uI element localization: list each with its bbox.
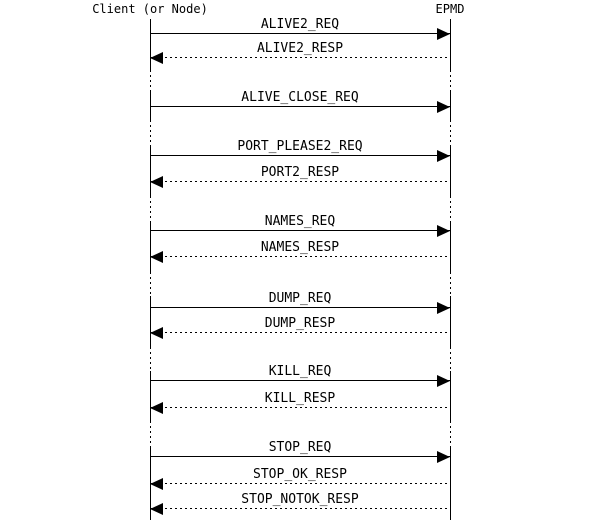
lifeline-segment-client <box>150 120 151 146</box>
message-line <box>150 230 451 231</box>
message-label: DUMP_REQ <box>268 291 332 306</box>
message-label: ALIVE_CLOSE_REQ <box>241 90 359 105</box>
lifeline-segment-client <box>150 421 151 446</box>
arrowhead-right-icon <box>437 150 450 162</box>
arrowhead-right-icon <box>437 225 450 237</box>
arrowhead-left-icon <box>150 52 163 64</box>
message-label: PORT2_RESP <box>260 165 340 180</box>
arrowhead-right-icon <box>437 302 450 314</box>
lifeline-segment-client <box>150 146 151 196</box>
message-label: STOP_NOTOK_RESP <box>241 492 359 507</box>
message-label: ALIVE2_RESP <box>256 41 344 56</box>
actor-label-epmd: EPMD <box>435 2 465 16</box>
lifeline-segment-epmd <box>450 272 451 296</box>
message-line <box>150 33 451 34</box>
lifeline-segment-client <box>150 196 151 221</box>
message-line <box>150 106 451 107</box>
lifeline-segment-client <box>150 296 151 347</box>
message-line <box>150 332 451 333</box>
arrowhead-right-icon <box>437 375 450 387</box>
message-line <box>150 456 451 457</box>
arrowhead-right-icon <box>437 451 450 463</box>
lifeline-segment-client <box>150 19 151 70</box>
arrowhead-left-icon <box>150 327 163 339</box>
message-line <box>150 307 451 308</box>
lifeline-segment-epmd <box>450 221 451 272</box>
arrowhead-left-icon <box>150 478 163 490</box>
lifeline-segment-epmd <box>450 421 451 446</box>
message-label: ALIVE2_REQ <box>260 17 340 32</box>
message-label: NAMES_RESP <box>260 240 340 255</box>
lifeline-segment-epmd <box>450 19 451 70</box>
message-line <box>150 483 451 484</box>
actor-label-client: Client (or Node) <box>92 2 208 16</box>
message-label: KILL_REQ <box>268 364 332 379</box>
arrowhead-left-icon <box>150 251 163 263</box>
message-line <box>150 256 451 257</box>
message-line <box>150 181 451 182</box>
lifeline-segment-client <box>150 347 151 371</box>
message-line <box>150 407 451 408</box>
lifeline-segment-epmd <box>450 70 451 92</box>
lifeline-segment-epmd <box>450 371 451 421</box>
message-label: PORT_PLEASE2_REQ <box>237 139 363 154</box>
arrowhead-right-icon <box>437 101 450 113</box>
message-label: KILL_RESP <box>264 391 336 406</box>
arrowhead-left-icon <box>150 503 163 515</box>
arrowhead-right-icon <box>437 28 450 40</box>
lifeline-segment-client <box>150 70 151 92</box>
message-label: STOP_REQ <box>268 440 332 455</box>
lifeline-segment-epmd <box>450 196 451 221</box>
arrowhead-left-icon <box>150 402 163 414</box>
lifeline-segment-epmd <box>450 347 451 371</box>
arrowhead-left-icon <box>150 176 163 188</box>
lifeline-segment-client <box>150 272 151 296</box>
message-label: NAMES_REQ <box>264 214 336 229</box>
lifeline-segment-client <box>150 371 151 421</box>
message-line <box>150 508 451 509</box>
message-label: STOP_OK_RESP <box>253 467 347 482</box>
message-label: DUMP_RESP <box>264 316 336 331</box>
lifeline-segment-epmd <box>450 296 451 347</box>
lifeline-segment-client <box>150 221 151 272</box>
lifeline-segment-epmd <box>450 120 451 146</box>
message-line <box>150 155 451 156</box>
message-line <box>150 57 451 58</box>
message-line <box>150 380 451 381</box>
lifeline-segment-epmd <box>450 146 451 196</box>
